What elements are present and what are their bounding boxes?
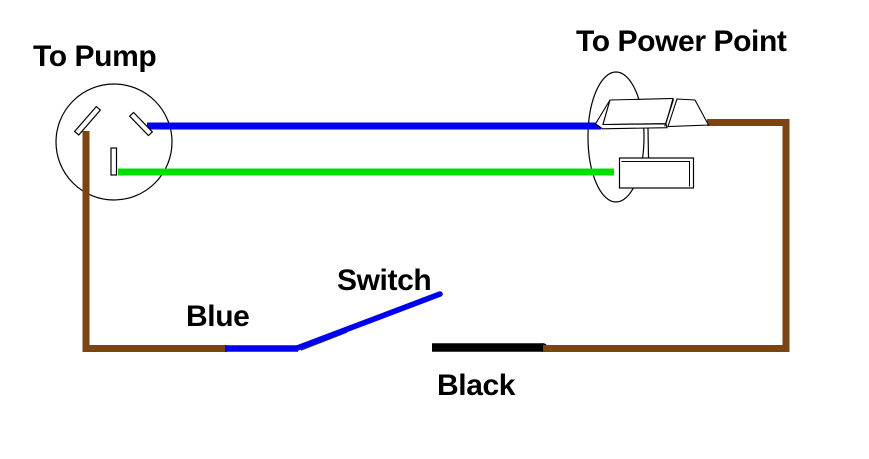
switch-label: Switch: [337, 264, 432, 297]
power-point-plug-outline: [587, 71, 645, 203]
power-point-top-pin: [602, 97, 674, 126]
brown-wire-left: [82, 131, 227, 352]
black-wire-label: Black: [437, 369, 516, 402]
pump-plug-right-pin: [128, 111, 154, 137]
power-point-lower-pin-inner-edge: [621, 161, 690, 187]
switch-blade: [293, 291, 443, 352]
to-power-point-label: To Power Point: [576, 25, 787, 58]
power-point-pin-connector-line: [647, 128, 650, 159]
pump-plug-left-pin: [73, 105, 102, 136]
power-point-side-pin: [667, 98, 710, 128]
pump-plug-earth-pin: [110, 147, 118, 176]
blue-wire-label: Blue: [186, 300, 250, 333]
pump-plug-outline: [55, 83, 173, 201]
brown-wire-right: [543, 119, 790, 352]
power-point-side-pin-inner-edge: [664, 99, 675, 127]
to-pump-label: To Pump: [33, 40, 157, 73]
power-point-lower-pin: [618, 157, 695, 189]
